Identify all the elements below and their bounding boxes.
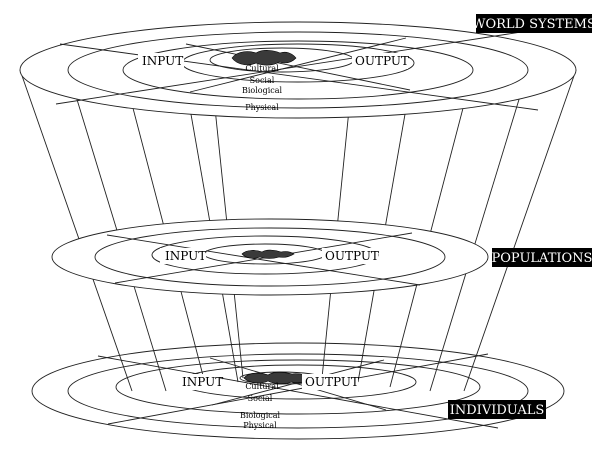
individuals-title: INDIVIDUALS bbox=[450, 403, 545, 418]
populations-title: POPULATIONS bbox=[492, 251, 593, 266]
individuals-ring-biological: Biological bbox=[240, 411, 281, 420]
world-ring-social: Social bbox=[250, 76, 275, 85]
individuals-ring-social: Social bbox=[248, 394, 273, 403]
individuals-ring-physical: Physical bbox=[243, 421, 277, 430]
world-input-label: INPUT bbox=[142, 54, 183, 68]
world-systems-level: INPUT OUTPUT Cultural Social Biological … bbox=[19, 21, 577, 119]
individuals-ring-cultural: Cultural bbox=[245, 382, 279, 391]
world-ring-cultural: Cultural bbox=[245, 64, 279, 73]
populations-level: INPUT OUTPUT bbox=[51, 218, 489, 296]
world-ring-physical: Physical bbox=[245, 103, 279, 112]
individuals-level: INPUT OUTPUT Cultural Social Biological … bbox=[31, 342, 565, 440]
level-label-populations: POPULATIONS bbox=[492, 248, 593, 267]
individuals-input-label: INPUT bbox=[182, 375, 223, 389]
world-systems-title: WORLD SYSTEMS bbox=[472, 17, 596, 32]
individuals-output-label: OUTPUT bbox=[305, 375, 359, 389]
populations-output-label: OUTPUT bbox=[325, 249, 379, 263]
level-label-individuals: INDIVIDUALS bbox=[448, 400, 546, 419]
level-label-world-systems: WORLD SYSTEMS bbox=[472, 14, 596, 33]
populations-input-label: INPUT bbox=[165, 249, 206, 263]
world-ring-biological: Biological bbox=[242, 86, 283, 95]
world-output-label: OUTPUT bbox=[355, 54, 409, 68]
